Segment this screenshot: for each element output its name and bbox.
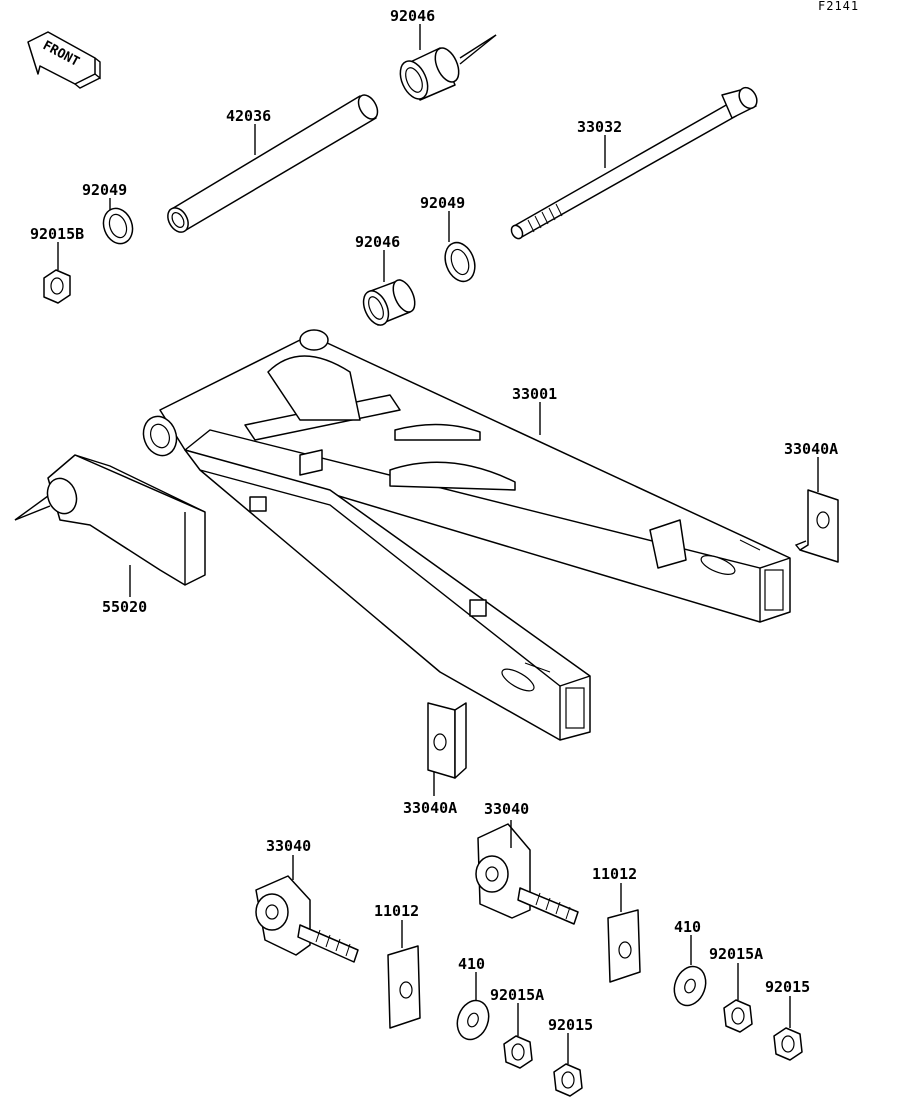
label-410-right: 410 [674, 918, 701, 936]
front-arrow-icon: FRONT [27, 31, 101, 89]
label-33001: 33001 [512, 385, 557, 403]
nut-92015a-left [503, 1035, 533, 1069]
nut-92015b [43, 269, 71, 304]
pivot-shaft [510, 86, 758, 240]
seal-right [444, 241, 476, 283]
label-92015a-left: 92015A [490, 986, 544, 1004]
label-42036: 42036 [226, 107, 271, 125]
label-33040-right: 33040 [484, 800, 529, 818]
label-33040-left: 33040 [266, 837, 311, 855]
swingarm-frame [142, 329, 791, 741]
label-410-left: 410 [458, 955, 485, 973]
label-92046-lower: 92046 [355, 233, 400, 251]
adjuster-block-left [387, 945, 421, 1029]
washer-left [456, 999, 490, 1041]
label-11012-right: 11012 [592, 865, 637, 883]
needle-bearing-lower [362, 279, 416, 326]
label-92049-right: 92049 [420, 194, 465, 212]
label-55020: 55020 [102, 598, 147, 616]
chain-adjuster-left [255, 875, 359, 963]
chain-adjuster-right [475, 823, 579, 925]
pivot-sleeve [167, 94, 379, 233]
adjuster-plate-left [427, 702, 467, 779]
needle-bearing-top [399, 34, 497, 101]
label-92049-left: 92049 [82, 181, 127, 199]
label-92015a-right: 92015A [709, 945, 763, 963]
label-33040a-right: 33040A [784, 440, 838, 458]
label-92015-right: 92015 [765, 978, 810, 996]
label-11012-left: 11012 [374, 902, 419, 920]
nut-92015-left [553, 1063, 583, 1097]
adjuster-plate-right [794, 489, 839, 563]
nut-92015a-right [723, 999, 753, 1033]
adjuster-block-right [607, 909, 641, 983]
nut-92015-right [773, 1027, 803, 1061]
figure-id: F2141 [818, 0, 859, 13]
washer-right [673, 965, 707, 1007]
label-33040a-left: 33040A [403, 799, 457, 817]
label-33032: 33032 [577, 118, 622, 136]
chain-guide [14, 454, 206, 586]
seal-left [102, 207, 134, 245]
label-92015b: 92015B [30, 225, 84, 243]
label-92046-top: 92046 [390, 7, 435, 25]
label-92015-left: 92015 [548, 1016, 593, 1034]
